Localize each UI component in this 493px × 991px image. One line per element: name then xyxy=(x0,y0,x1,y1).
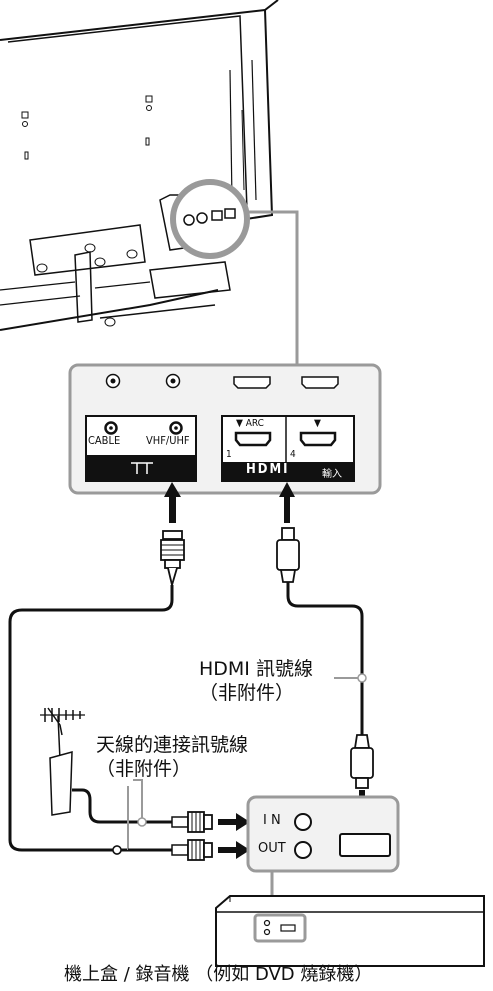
antenna-cable-to-out xyxy=(8,585,174,852)
f-connector-in xyxy=(171,811,250,833)
hdmi-cable-label: HDMI 訊號線 xyxy=(199,658,313,680)
device-port-panel xyxy=(246,795,400,873)
tv-rear xyxy=(0,0,279,331)
hdmi-logo: HDMI xyxy=(246,462,290,477)
vhf-uhf-port-label: VHF/UHF xyxy=(146,434,190,447)
hdmi-arc-label: ▼ ARC xyxy=(236,418,264,429)
antenna-cable-note: （非附件） xyxy=(96,758,192,780)
antenna-cable-label: 天線的連接訊號線 xyxy=(96,734,249,756)
callout-line-top xyxy=(247,210,299,365)
hdmi-port-number-1: 1 xyxy=(226,449,232,460)
antenna-icon xyxy=(40,707,85,816)
hdmi-cable-note: （非附件） xyxy=(199,682,295,704)
hdmi-input-label: 輸入 xyxy=(322,469,342,480)
hdmi-cable xyxy=(286,582,364,735)
device-caption: 機上盒 / 錄音機 （例如 DVD 燒錄機） xyxy=(64,964,373,985)
set-top-box xyxy=(215,895,485,967)
device-out-label: OUT xyxy=(258,841,286,856)
port-zoom-circle xyxy=(170,179,250,259)
antenna-label-pointer xyxy=(133,779,143,822)
f-connector-out xyxy=(128,839,250,861)
hdmi-cable-top-connector xyxy=(276,482,300,583)
device-in-label: I N xyxy=(263,813,281,828)
antenna-cable-connector-top xyxy=(160,482,185,589)
antenna-cable-to-in xyxy=(72,788,172,824)
hdmi-port-number-4: 4 xyxy=(290,449,296,460)
hdmi-port-arrow-label: ▼ xyxy=(314,418,321,429)
cable-port-label: CABLE xyxy=(88,434,121,447)
tv-port-panel xyxy=(68,363,382,495)
